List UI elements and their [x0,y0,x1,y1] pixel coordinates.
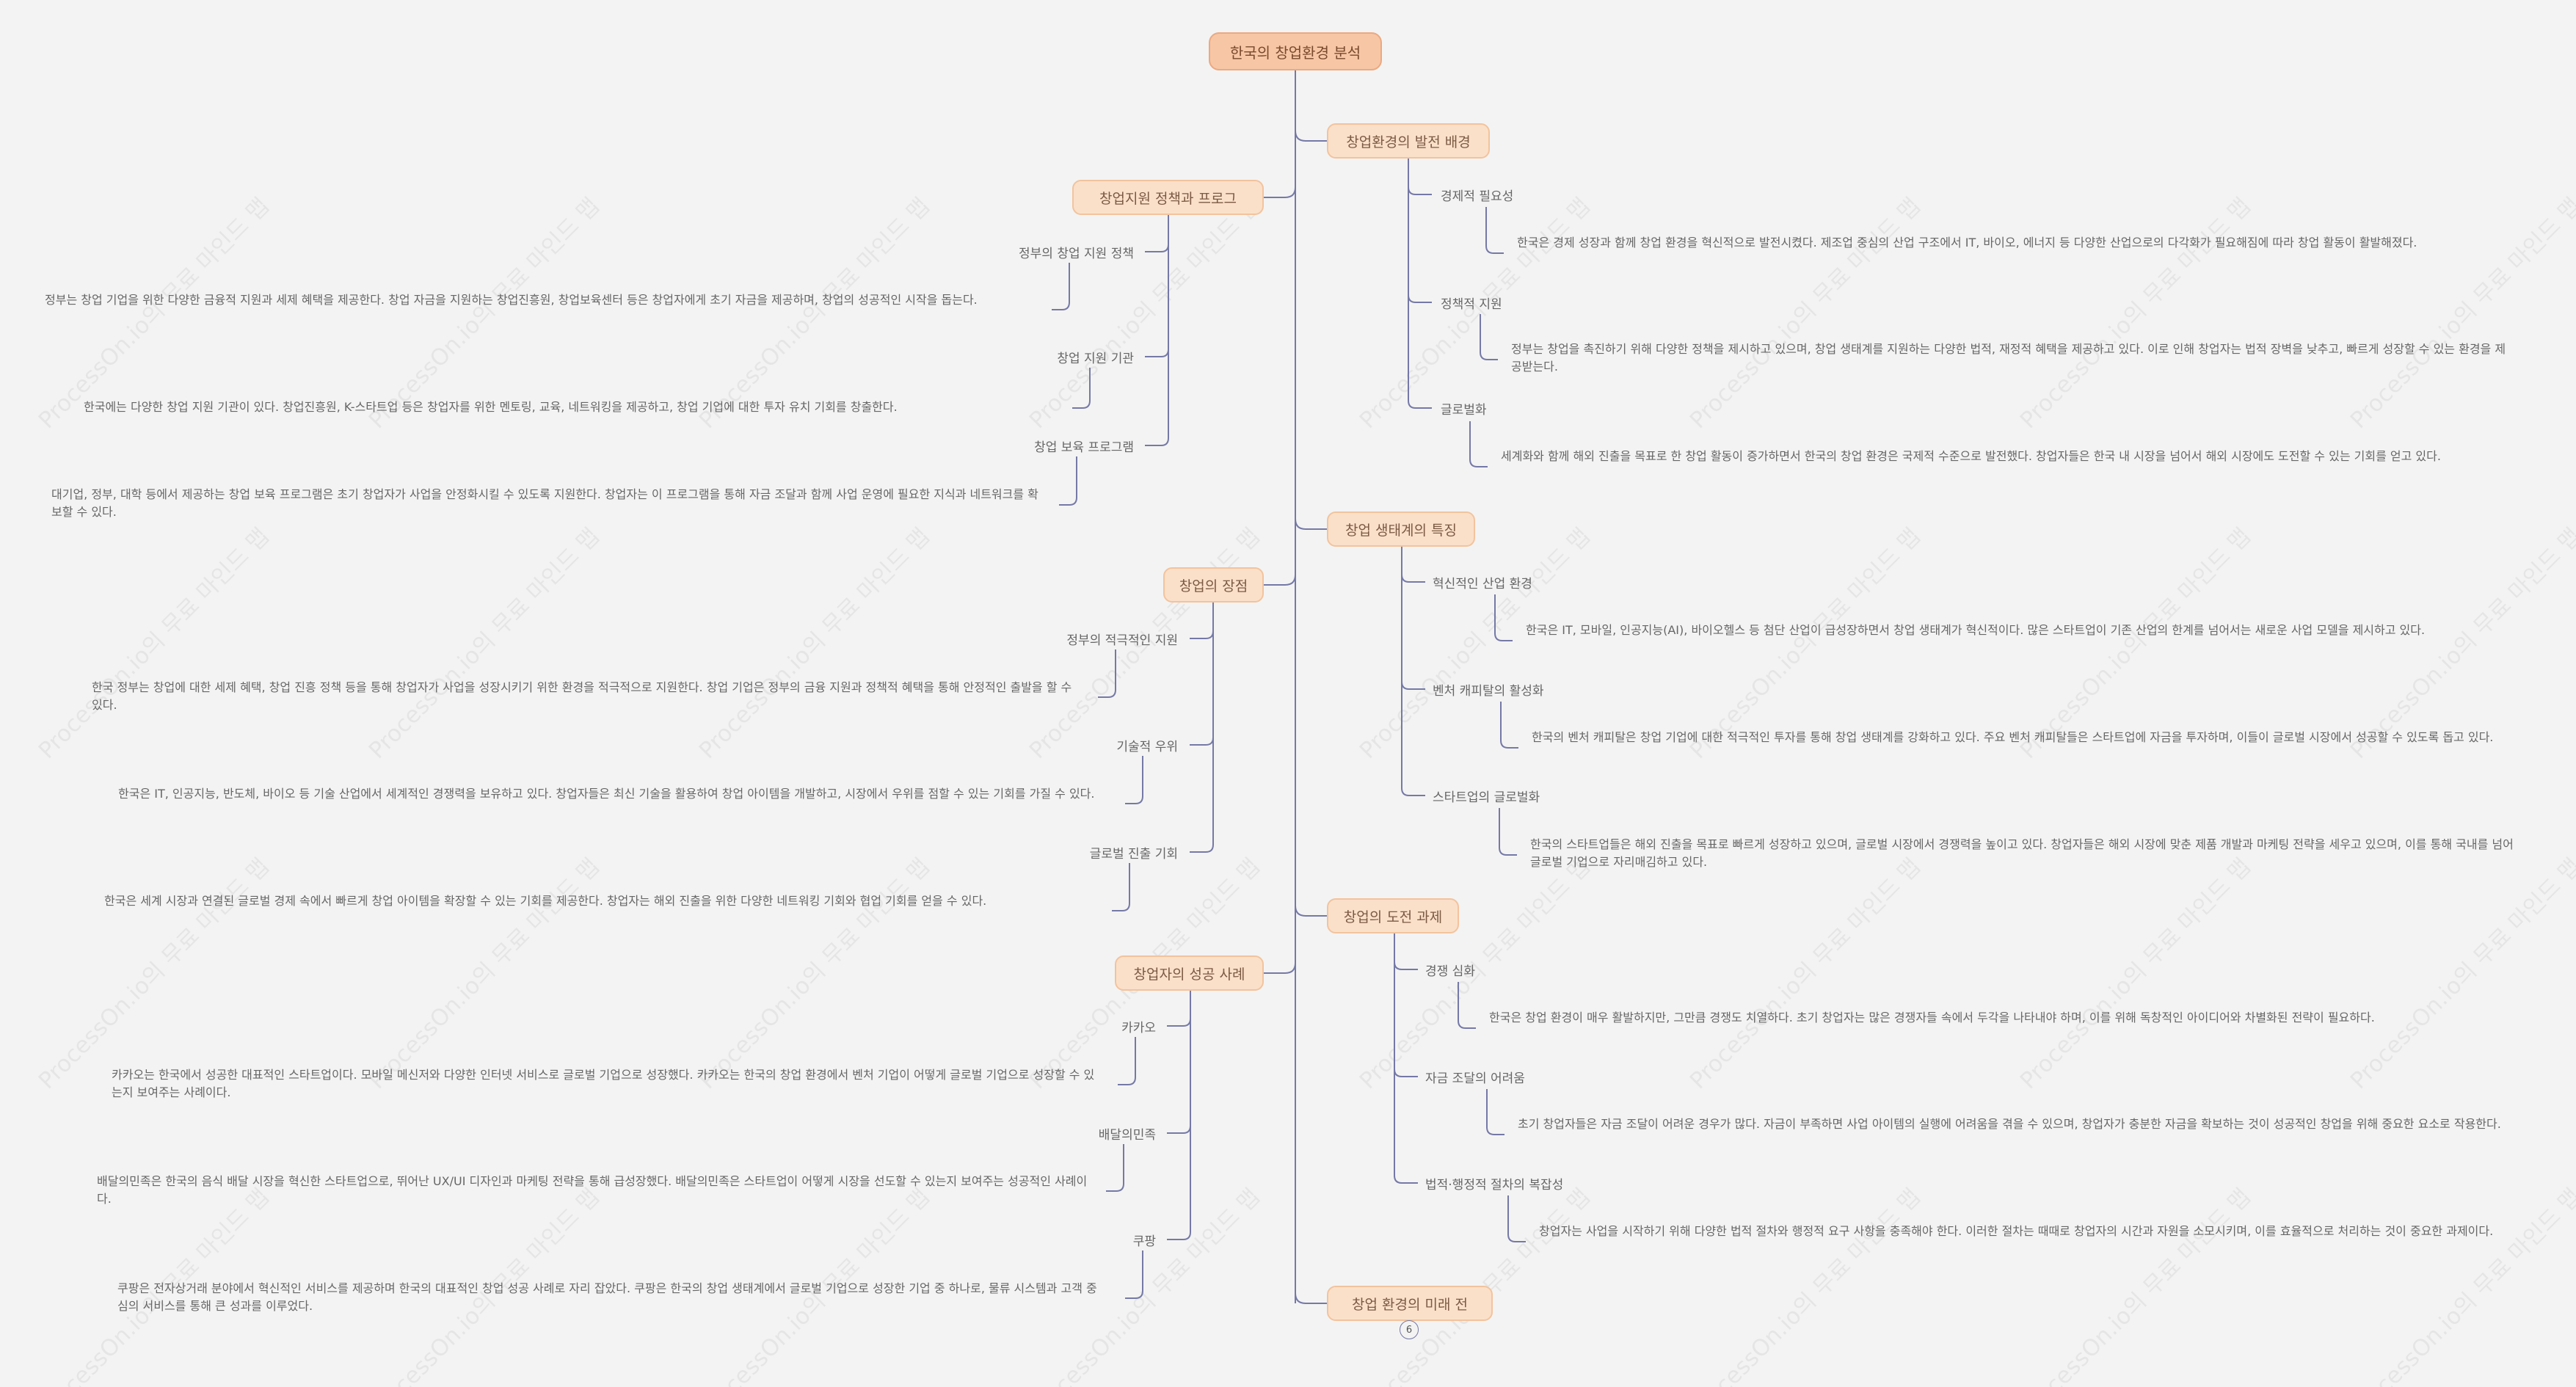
connector-line [1485,207,1504,254]
connector-line [1408,186,1432,195]
subtopic-baemin[interactable]: 배달의민족 [1098,1127,1156,1143]
connector-line [1507,1195,1526,1242]
description-venture-capital: 한국의 벤처 캐피탈은 창업 기업에 대한 적극적인 투자를 통해 창업 생태계… [1532,730,2494,744]
branch-success-cases[interactable]: 창업자의 성공 사례 [1115,955,1264,991]
description-policy-support: 정부는 창업을 촉진하기 위해 다양한 정책을 제시하고 있으며, 창업 생태계… [1511,342,2506,374]
connector-line [1190,844,1214,853]
connector-line [1394,1069,1418,1077]
connector-line [1106,1144,1124,1192]
connector-line [1394,1175,1418,1184]
subtopic-support-agencies[interactable]: 창업 지원 기관 [1057,351,1134,366]
connector-line [1500,702,1518,749]
connector-line [1295,905,1327,917]
connector-line [1264,186,1296,198]
subtopic-globalization[interactable]: 글로벌화 [1441,402,1487,418]
description-funding-difficulty: 초기 창업자들은 자금 조달이 어려운 경우가 많다. 자금이 부족하면 사업 … [1518,1117,2501,1131]
connector-line [1264,574,1296,586]
connector-line [1480,314,1498,360]
subtopic-funding-difficulty[interactable]: 자금 조달의 어려움 [1425,1071,1525,1086]
connector-line [1167,1125,1191,1134]
subtopic-intense-competition[interactable]: 경쟁 심화 [1425,964,1475,979]
description-gov-support-policy: 정부는 창업 기업을 위한 다양한 금융적 지원과 세제 혜택을 제공한다. 창… [45,293,978,307]
connector-line [1408,400,1432,409]
collapsed-children-badge[interactable]: 6 [1400,1320,1419,1339]
connector-line [1401,787,1425,796]
connector-line [1059,456,1077,506]
branch-development-background[interactable]: 창업환경의 발전 배경 [1327,123,1490,159]
branch-support-policy[interactable]: 창업지원 정책과 프로그 [1072,180,1264,215]
subtopic-startup-globalization[interactable]: 스타트업의 글로벌화 [1433,790,1540,805]
description-tech-advantage: 한국은 IT, 인공지능, 반도체, 바이오 등 기술 산업에서 세계적인 경쟁… [118,787,1095,801]
description-globalization: 세계화와 함께 해외 진출을 목표로 한 창업 활동이 증가하면서 한국의 창업… [1501,449,2441,463]
subtopic-active-gov-support[interactable]: 정부의 적극적인 지원 [1066,633,1178,648]
description-coupang: 쿠팡은 전자상거래 분야에서 혁신적인 서비스를 제공하며 한국의 대표적인 창… [117,1281,1097,1313]
connector-line [1118,1037,1136,1085]
description-active-gov-support: 한국 정부는 창업에 대한 세제 혜택, 창업 진흥 정책 등을 통해 창업자가… [92,680,1072,712]
subtopic-coupang[interactable]: 쿠팡 [1132,1234,1156,1249]
subtopic-legal-complexity[interactable]: 법적·행정적 절차의 복잡성 [1425,1177,1564,1193]
connector-line [1190,737,1214,746]
connector-line [1401,681,1425,690]
connector-line [1408,294,1432,303]
connector-line [1295,518,1327,530]
connector-line [1145,349,1169,357]
description-intense-competition: 한국은 창업 환경이 매우 활발하지만, 그만큼 경쟁도 치열하다. 초기 창업… [1489,1011,2375,1024]
connector-line [1486,1089,1505,1135]
connector-line [1458,982,1476,1029]
subtopic-economic-need[interactable]: 경제적 필요성 [1441,189,1514,204]
connector-line [1145,244,1169,252]
connector-line [1112,863,1130,911]
connector-line [1394,961,1418,970]
connector-line [1264,962,1296,974]
connector-line [1494,594,1513,641]
connector-line [1072,368,1091,409]
connector-line [1145,437,1169,446]
subtopic-kakao[interactable]: 카카오 [1121,1020,1156,1035]
connector-line [1499,808,1517,856]
branch-future-outlook[interactable]: 창업 환경의 미래 전 [1327,1286,1493,1321]
connector-line [1125,756,1143,804]
connector-line [1167,1018,1191,1027]
description-startup-globalization: 한국의 스타트업들은 해외 진출을 목표로 빠르게 성장하고 있으며, 글로벌 … [1530,837,2514,869]
connector-line [1052,263,1070,310]
description-legal-complexity: 창업자는 사업을 시작하기 위해 다양한 법적 절차와 행정적 요구 사항을 충… [1539,1224,2494,1238]
connector-line [1098,649,1116,698]
connector-line [1167,1231,1191,1240]
connector-line [1401,574,1425,583]
connector-line [1125,1251,1143,1299]
branch-challenges[interactable]: 창업의 도전 과제 [1327,898,1459,933]
description-kakao: 카카오는 한국에서 성공한 대표적인 스타트업이다. 모바일 메신저와 다양한 … [112,1068,1095,1099]
description-economic-need: 한국은 경제 성장과 함께 창업 환경을 혁신적으로 발전시켰다. 제조업 중심… [1517,236,2417,250]
description-global-expansion: 한국은 세계 시장과 연결된 글로벌 경제 속에서 빠르게 창업 아이템을 확장… [104,894,987,908]
branch-ecosystem-features[interactable]: 창업 생태계의 특징 [1327,512,1475,547]
subtopic-tech-advantage[interactable]: 기술적 우위 [1116,739,1178,754]
description-support-agencies: 한국에는 다양한 창업 지원 기관이 있다. 창업진흥원, K-스타트업 등은 … [84,400,898,414]
connector-line [1190,630,1214,639]
connector-line [1295,130,1327,142]
description-baemin: 배달의민족은 한국의 음식 배달 시장을 혁신한 스타트업으로, 뛰어난 UX/… [97,1174,1088,1206]
connector-line [1469,421,1488,467]
subtopic-venture-capital[interactable]: 벤처 캐피탈의 활성화 [1433,683,1544,699]
subtopic-incubation-program[interactable]: 창업 보육 프로그램 [1034,440,1134,455]
subtopic-policy-support[interactable]: 정책적 지원 [1441,296,1502,312]
root-topic[interactable]: 한국의 창업환경 분석 [1209,32,1382,70]
subtopic-gov-support-policy[interactable]: 정부의 창업 지원 정책 [1019,246,1134,261]
subtopic-innovative-industry[interactable]: 혁신적인 산업 환경 [1433,576,1532,591]
description-innovative-industry: 한국은 IT, 모바일, 인공지능(AI), 바이오헬스 등 첨단 산업이 급성… [1526,623,2426,637]
connector-line [1295,1292,1327,1304]
description-incubation-program: 대기업, 정부, 대학 등에서 제공하는 창업 보육 프로그램은 초기 창업자가… [51,487,1038,519]
branch-advantages[interactable]: 창업의 장점 [1163,567,1264,603]
subtopic-global-expansion[interactable]: 글로벌 진출 기회 [1089,846,1178,862]
